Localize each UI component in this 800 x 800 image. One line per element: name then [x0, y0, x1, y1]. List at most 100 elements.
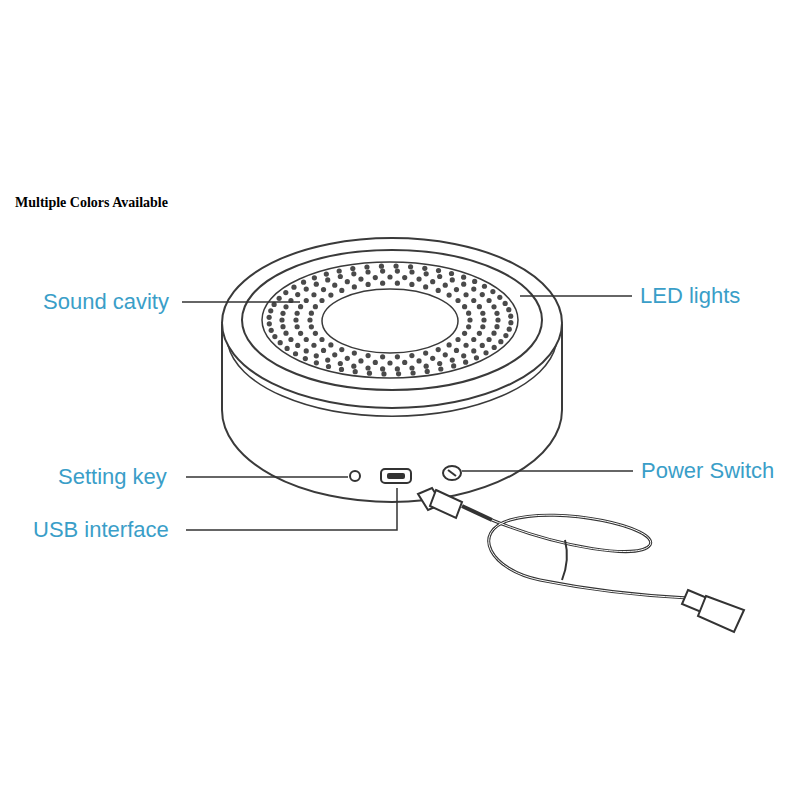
sound-hole	[454, 348, 459, 353]
sound-hole	[295, 311, 300, 316]
sound-hole	[339, 347, 344, 352]
sound-hole	[311, 343, 316, 348]
sound-hole	[422, 266, 427, 271]
sound-hole	[463, 343, 468, 348]
sound-hole	[393, 263, 398, 268]
sound-hole	[339, 367, 344, 372]
sound-hole	[416, 358, 421, 363]
sound-hole	[424, 364, 429, 369]
sound-hole	[365, 365, 370, 370]
sound-hole	[352, 284, 357, 289]
sound-hole	[338, 274, 343, 279]
sound-hole	[269, 328, 274, 333]
sound-hole	[380, 354, 385, 359]
sound-hole	[395, 269, 400, 274]
sound-hole	[461, 353, 466, 358]
sound-hole	[437, 274, 442, 279]
sound-hole	[380, 366, 385, 371]
sound-hole	[437, 361, 442, 366]
sound-hole	[338, 361, 343, 366]
sound-hole	[319, 337, 324, 342]
sound-hole	[278, 340, 283, 345]
sound-hole	[395, 281, 400, 286]
power-switch	[443, 466, 461, 480]
sound-hole	[358, 358, 363, 363]
sound-hole	[474, 355, 479, 360]
sound-hole	[492, 345, 497, 350]
cable-cord	[489, 515, 688, 598]
sound-hole	[436, 268, 441, 273]
sound-hole	[396, 371, 401, 376]
sound-hole	[268, 308, 273, 313]
callout-label: Sound cavity	[43, 291, 169, 313]
leader-line	[186, 488, 397, 530]
sound-hole	[507, 327, 512, 332]
usb-port-inner	[387, 473, 405, 479]
sound-hole	[443, 283, 448, 288]
sound-hole	[367, 371, 372, 376]
sound-hole	[467, 317, 472, 322]
sound-hole	[328, 292, 333, 297]
sound-hole	[480, 292, 485, 297]
sound-hole	[409, 282, 414, 287]
center-cap	[322, 289, 458, 353]
sound-hole	[486, 298, 491, 303]
sound-hole	[495, 317, 500, 322]
sound-hole	[373, 275, 378, 280]
sound-hole	[449, 271, 454, 276]
sound-hole	[380, 269, 385, 274]
sound-hole	[424, 271, 429, 276]
sound-hole	[395, 366, 400, 371]
callout-label: LED lights	[640, 285, 740, 307]
sound-hole	[351, 271, 356, 276]
sound-hole	[450, 277, 455, 282]
sound-hole	[381, 371, 386, 376]
sound-hole	[309, 324, 314, 329]
sound-hole	[279, 317, 284, 322]
sound-hole	[472, 279, 477, 284]
sound-hole	[462, 331, 467, 336]
power-switch-lever	[448, 470, 456, 476]
sound-hole	[319, 298, 324, 303]
sound-hole	[480, 324, 485, 329]
sound-hole	[280, 311, 285, 316]
sound-hole	[295, 343, 300, 348]
sound-hole	[438, 366, 443, 371]
sound-hole	[423, 351, 428, 356]
callout-label: Power Switch	[641, 460, 774, 482]
leader-lines	[182, 296, 633, 530]
sound-hole	[314, 360, 319, 365]
sound-hole	[402, 360, 407, 365]
sound-hole	[477, 304, 482, 309]
led-ring	[242, 250, 542, 390]
leader-line	[520, 295, 632, 297]
sound-hole	[303, 356, 308, 361]
sound-hole	[387, 360, 392, 365]
sound-hole	[345, 279, 350, 284]
sound-hole	[471, 298, 476, 303]
sound-hole	[380, 281, 385, 286]
sound-hole	[436, 288, 441, 293]
leader-line	[182, 301, 300, 303]
sound-hole	[480, 311, 485, 316]
sound-hole	[283, 304, 288, 309]
sound-hole	[462, 304, 467, 309]
sound-hole	[301, 280, 306, 285]
sound-hole	[328, 342, 333, 347]
sound-hole	[332, 283, 337, 288]
sound-hole	[481, 317, 486, 322]
sound-hole	[373, 360, 378, 365]
sound-hole	[447, 292, 452, 297]
usb-cable	[418, 488, 744, 632]
sound-hole	[506, 307, 511, 312]
sound-hole	[508, 314, 513, 319]
sound-hole	[339, 288, 344, 293]
top-rim	[222, 238, 562, 408]
sound-hole	[293, 317, 298, 322]
title-text: Multiple Colors Available	[15, 196, 168, 210]
micro-usb-plug	[430, 490, 462, 518]
sound-hole	[326, 364, 331, 369]
sound-hole	[494, 324, 499, 329]
sound-hole	[471, 348, 476, 353]
sound-hole	[350, 266, 355, 271]
